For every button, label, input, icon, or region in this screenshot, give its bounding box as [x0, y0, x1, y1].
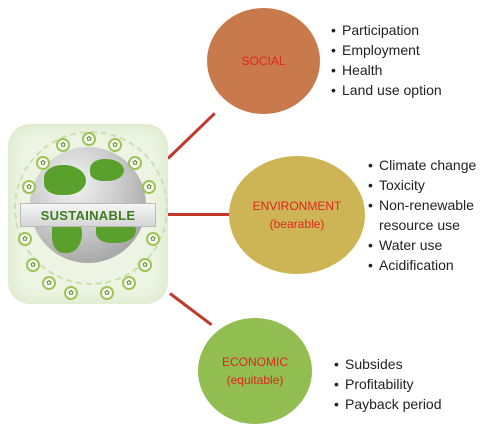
- leaf-icon: ✿: [138, 258, 152, 272]
- leaf-icon: ✿: [22, 180, 36, 194]
- leaf-icon: ✿: [56, 138, 70, 152]
- economic-title: ECONOMIC: [222, 355, 288, 369]
- list-item: Health: [331, 60, 442, 80]
- list-item: Payback period: [334, 394, 442, 414]
- sustainable-banner: SUSTAINABLE: [20, 203, 156, 227]
- sustainable-label: SUSTAINABLE: [40, 207, 136, 223]
- list-item: Subsides: [334, 354, 442, 374]
- environment-title: ENVIRONMENT: [252, 199, 342, 213]
- globe-icon: [30, 147, 146, 263]
- leaf-icon: ✿: [142, 180, 156, 194]
- leaf-icon: ✿: [82, 132, 96, 146]
- environment-subtitle: (bearable): [269, 217, 325, 231]
- list-item: Non-renewable: [368, 195, 476, 215]
- social-circle: SOCIAL: [207, 8, 320, 114]
- social-list: Participation Employment Health Land use…: [331, 20, 442, 100]
- list-item: Water use: [368, 235, 476, 255]
- environment-list: Climate change Toxicity Non-renewable re…: [368, 155, 476, 275]
- leaf-icon: ✿: [108, 138, 122, 152]
- economic-subtitle: (equitable): [226, 373, 284, 387]
- leaf-icon: ✿: [146, 232, 160, 246]
- list-item: Participation: [331, 20, 442, 40]
- leaf-icon: ✿: [36, 156, 50, 170]
- connector-environment: [168, 213, 230, 216]
- leaf-icon: ✿: [100, 286, 114, 300]
- connector-social: [166, 112, 216, 160]
- leaf-icon: ✿: [26, 258, 40, 272]
- list-item: Employment: [331, 40, 442, 60]
- list-item: Profitability: [334, 374, 442, 394]
- connector-economic: [169, 292, 213, 326]
- social-title: SOCIAL: [241, 54, 286, 68]
- economic-list: Subsides Profitability Payback period: [334, 354, 442, 414]
- list-item: Toxicity: [368, 175, 476, 195]
- environment-circle: ENVIRONMENT (bearable): [229, 156, 365, 274]
- leaf-icon: ✿: [122, 276, 136, 290]
- list-item-continuation: resource use: [379, 217, 460, 233]
- leaf-icon: ✿: [128, 156, 142, 170]
- economic-circle: ECONOMIC (equitable): [198, 318, 312, 424]
- leaf-icon: ✿: [18, 232, 32, 246]
- list-item: Acidification: [368, 255, 476, 275]
- leaf-icon: ✿: [64, 286, 78, 300]
- list-item: Land use option: [331, 80, 442, 100]
- leaf-icon: ✿: [42, 276, 56, 290]
- list-item: Climate change: [368, 155, 476, 175]
